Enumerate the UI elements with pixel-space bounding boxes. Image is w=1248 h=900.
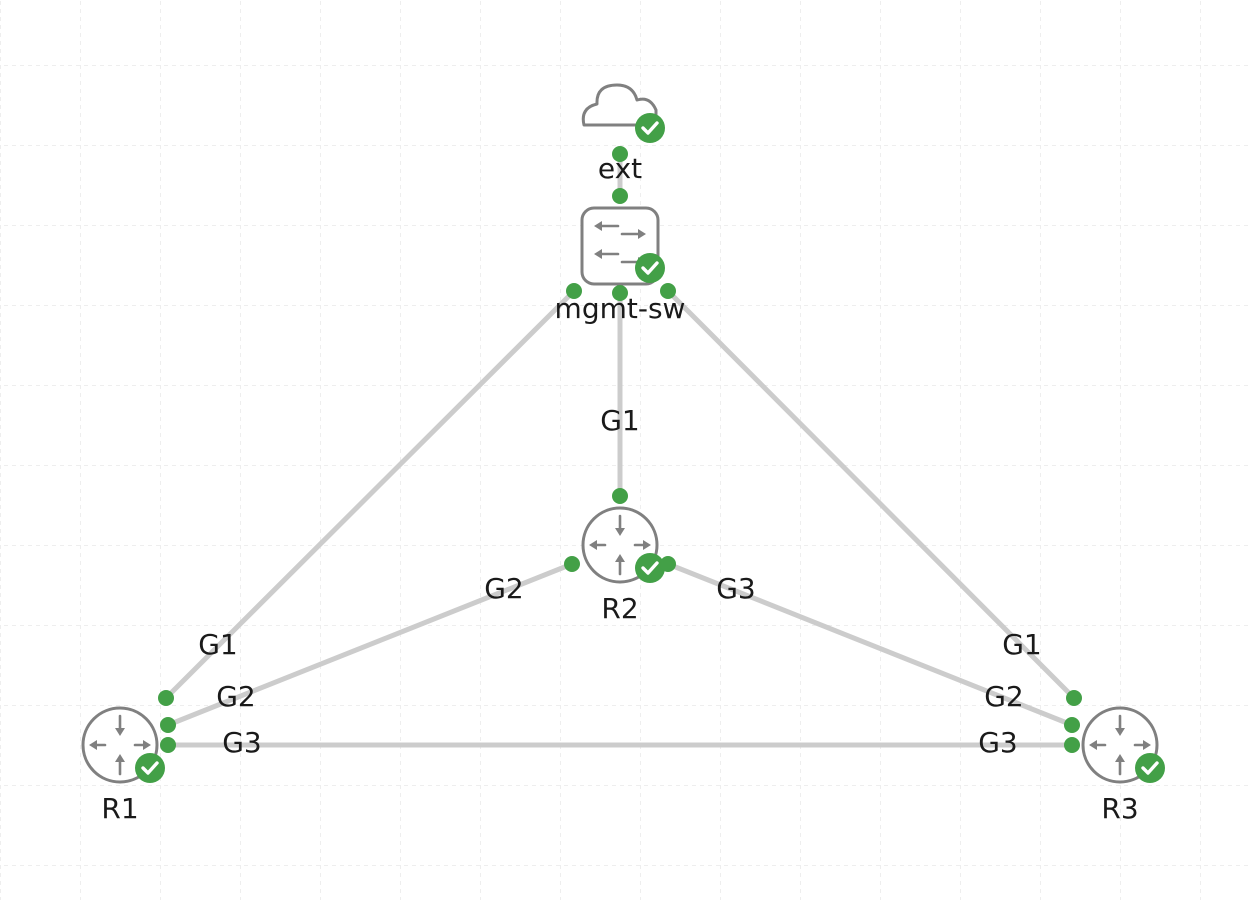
status-ok-icon: [633, 251, 667, 285]
iface-label-r2-g3: G3: [716, 572, 756, 605]
port-r2-g3[interactable]: [660, 556, 676, 572]
port-ext[interactable]: [612, 146, 628, 162]
port-r3-g3[interactable]: [1064, 737, 1080, 753]
iface-label-r1-g2: G2: [216, 680, 256, 713]
node-r1[interactable]: R1: [81, 706, 167, 825]
router-arrows: [89, 714, 151, 776]
node-label-r2: R2: [601, 592, 638, 625]
port-r1-g3[interactable]: [160, 737, 176, 753]
status-ok-icon: [633, 111, 667, 145]
links-layer: [163, 151, 1077, 748]
link-r1-r2[interactable]: [165, 561, 575, 728]
port-r2-g2[interactable]: [564, 556, 580, 572]
interface-labels: G1 G2 G3 G1 G2 G3 G1 G2 G3: [198, 404, 1042, 759]
iface-label-r3-g3: G3: [978, 726, 1018, 759]
iface-label-r1-g3: G3: [222, 726, 262, 759]
port-mgmt-sw-r2[interactable]: [612, 285, 628, 301]
node-label-r3: R3: [1101, 792, 1138, 825]
port-mgmt-sw-r3[interactable]: [660, 283, 676, 299]
node-r2[interactable]: R2: [581, 506, 667, 625]
node-label-r1: R1: [101, 792, 138, 825]
status-ok-icon: [633, 551, 667, 585]
port-mgmt-sw-uplink[interactable]: [612, 188, 628, 204]
iface-label-r1-g1: G1: [198, 628, 238, 661]
iface-label-r3-g2: G2: [984, 680, 1024, 713]
port-r3-g1[interactable]: [1066, 690, 1082, 706]
iface-label-r2-g2: G2: [484, 572, 524, 605]
port-r2-g1[interactable]: [612, 488, 628, 504]
iface-label-r3-g1: G1: [1002, 628, 1042, 661]
link-mgmt-r1[interactable]: [163, 288, 577, 701]
ports-layer: [158, 146, 1082, 753]
port-mgmt-sw-r1[interactable]: [566, 283, 582, 299]
link-mgmt-r3[interactable]: [665, 288, 1077, 701]
link-r2-r3[interactable]: [665, 561, 1075, 728]
port-r1-g2[interactable]: [160, 717, 176, 733]
port-r3-g2[interactable]: [1064, 717, 1080, 733]
router-arrows: [589, 514, 651, 576]
router-arrows: [1089, 714, 1151, 776]
iface-label-r2-g1: G1: [600, 404, 640, 437]
port-r1-g1[interactable]: [158, 690, 174, 706]
cloud-icon: [581, 83, 658, 127]
status-ok-icon: [133, 751, 167, 785]
status-ok-icon: [1133, 751, 1167, 785]
node-r3[interactable]: R3: [1081, 706, 1167, 825]
